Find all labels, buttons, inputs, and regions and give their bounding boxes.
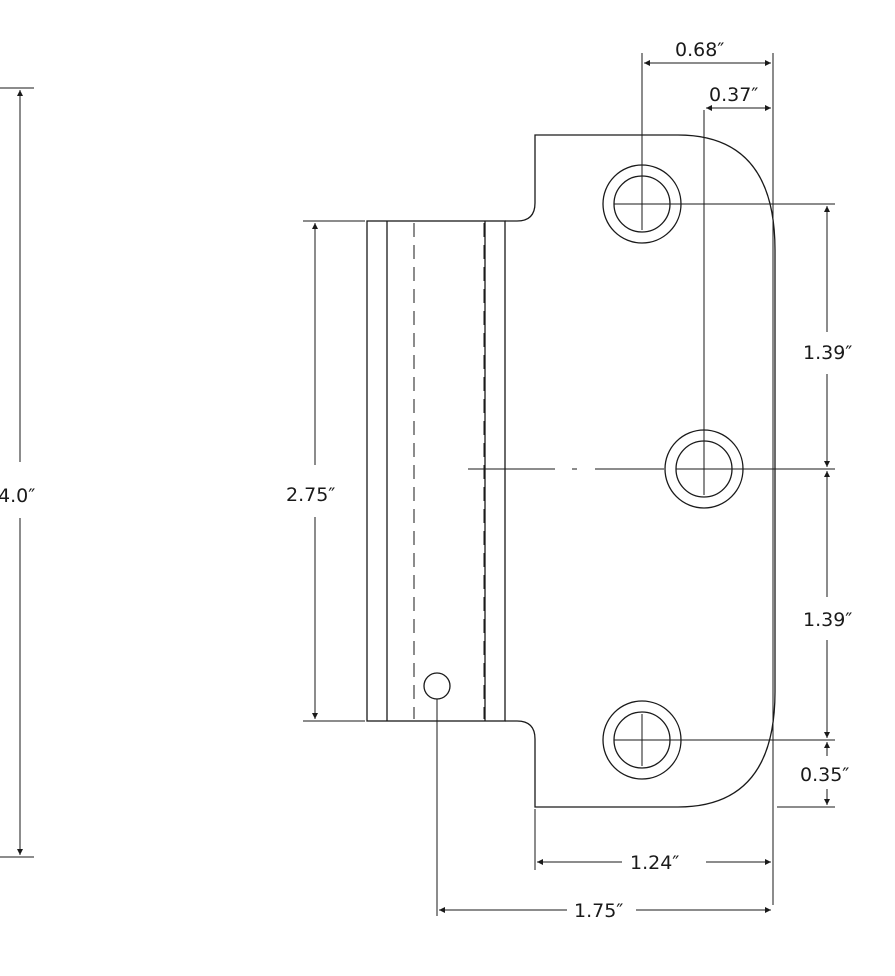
- hinge-barrel: [366, 220, 506, 722]
- barrel-length-label: 2.75″: [286, 484, 335, 506]
- screw-hole-top: [602, 160, 835, 244]
- bottom-hole-to-edge-label: 0.35″: [800, 764, 849, 786]
- overall-height-label: 4.0″: [0, 485, 35, 507]
- total-width-label: 1.75″: [574, 900, 623, 922]
- hole-spacing-upper-label: 1.39″: [803, 342, 852, 364]
- width-dimensions: 1.24″ 1.75″: [436, 699, 771, 922]
- hinge-leaf-outline: [505, 134, 776, 808]
- leaf-width-label: 1.24″: [630, 852, 679, 874]
- hole-offset-dimensions: 0.68″ 0.37″: [641, 39, 774, 905]
- overall-height-dimension: 4.0″: [0, 87, 35, 858]
- hole-spacing-dimensions: 1.39″ 1.39″ 0.35″: [777, 206, 852, 808]
- hole-offset-outer-label: 0.68″: [675, 39, 724, 61]
- hole-offset-inner-label: 0.37″: [709, 84, 758, 106]
- screw-hole-bottom: [602, 700, 835, 780]
- hole-spacing-lower-label: 1.39″: [803, 609, 852, 631]
- barrel-length-dimension: 2.75″: [286, 220, 365, 722]
- pin-hole: [423, 672, 451, 700]
- screw-hole-middle: [664, 110, 835, 509]
